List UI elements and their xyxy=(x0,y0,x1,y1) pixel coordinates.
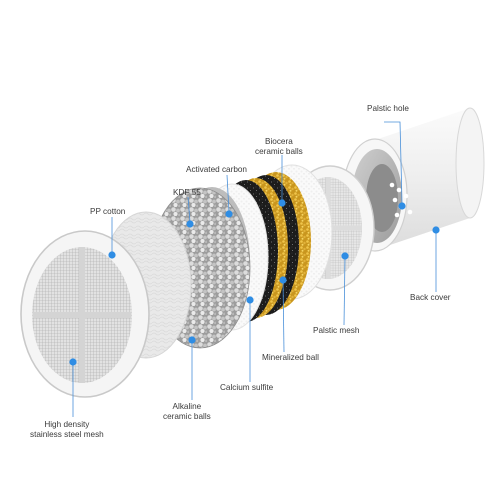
marker-steel-mesh xyxy=(69,358,77,366)
label-bioceramic-line1: Biocera xyxy=(265,137,293,146)
label-bioceramic: Biocera ceramic balls xyxy=(255,137,303,157)
marker-mineralized-ball xyxy=(279,276,287,284)
label-back-cover: Back cover xyxy=(410,293,451,302)
marker-pp-cotton xyxy=(108,251,116,259)
marker-kdf55 xyxy=(186,220,194,228)
label-alkaline-line1: Alkaline xyxy=(172,402,202,411)
marker-plastic-hole xyxy=(398,202,406,210)
label-plastic-hole: Palstic hole xyxy=(367,104,409,113)
steel-mesh-front xyxy=(20,230,150,398)
label-steel-mesh: High density stainless steel mesh xyxy=(30,420,104,440)
leader-markers xyxy=(69,199,440,366)
label-steel-mesh-line1: High density xyxy=(44,420,90,429)
label-pp-cotton: PP cotton xyxy=(90,207,126,216)
marker-alkaline xyxy=(188,336,196,344)
label-activated-carbon: Activated carbon xyxy=(186,165,247,174)
label-alkaline-line2: ceramic balls xyxy=(163,412,211,421)
marker-back-cover xyxy=(432,226,440,234)
label-steel-mesh-line2: stainless steel mesh xyxy=(30,430,104,439)
marker-activated-carbon xyxy=(225,210,233,218)
label-calcium-sulfite: Calcium sulfite xyxy=(220,383,274,392)
marker-plastic-mesh xyxy=(341,252,349,260)
marker-calcium-sulfite xyxy=(246,296,254,304)
marker-bioceramic xyxy=(278,199,286,207)
label-bioceramic-line2: ceramic balls xyxy=(255,147,303,156)
label-mineralized-ball: Mineralized ball xyxy=(262,353,319,362)
label-plastic-mesh: Palstic mesh xyxy=(313,326,360,335)
label-kdf55: KDF 55 xyxy=(173,188,201,197)
leader-lines xyxy=(72,121,437,417)
label-alkaline: Alkaline ceramic balls xyxy=(163,402,211,422)
